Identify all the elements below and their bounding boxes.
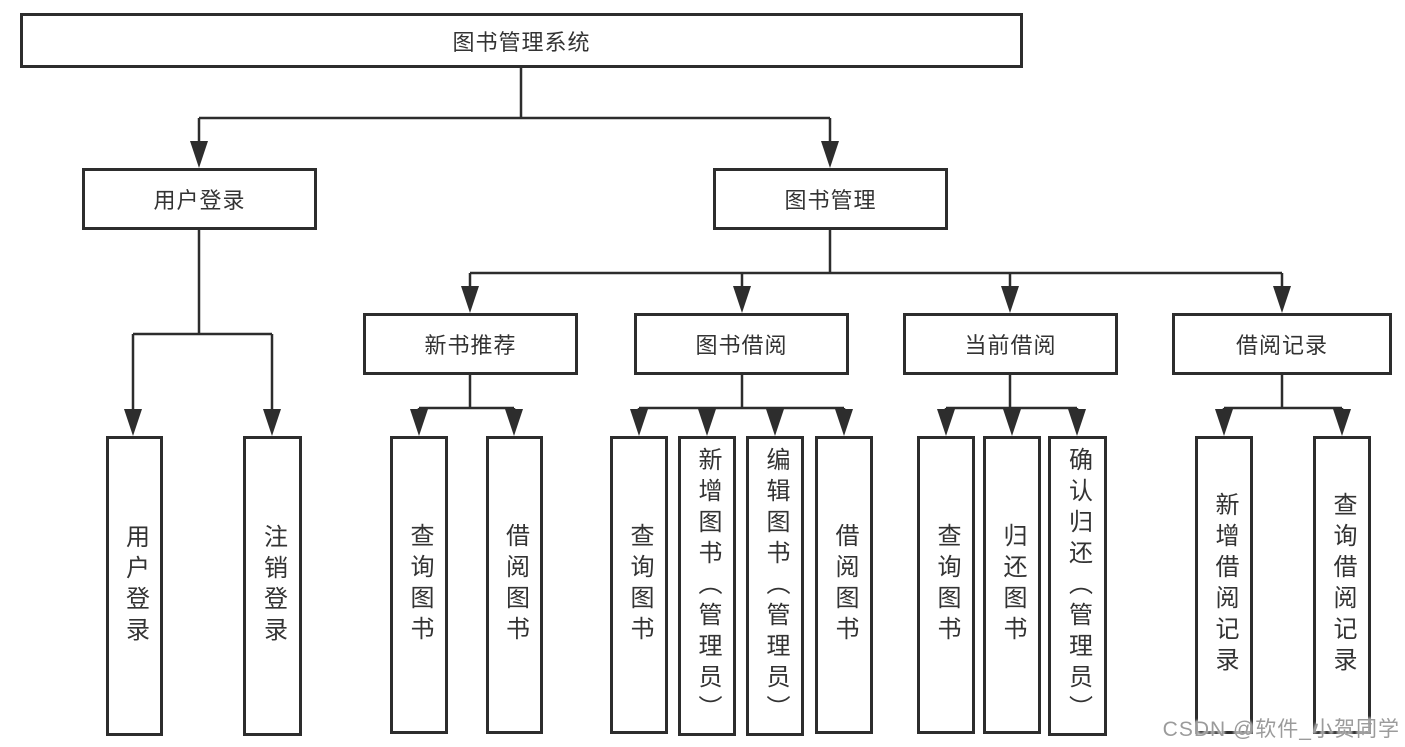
leaf-query-books-rec: 查询图书 bbox=[390, 436, 448, 734]
leaf-borrow-books-rec: 借阅图书 bbox=[486, 436, 543, 734]
node-borrowing-records: 借阅记录 bbox=[1172, 313, 1392, 375]
leaf-query-books-current: 查询图书 bbox=[917, 436, 975, 734]
leaf-query-borrow-record: 查询借阅记录 bbox=[1313, 436, 1371, 734]
leaf-user-login: 用户登录 bbox=[106, 436, 163, 736]
arrowheads bbox=[124, 141, 1351, 436]
leaf-add-books-admin: 新增图书（管理员） bbox=[678, 436, 736, 736]
node-root-system: 图书管理系统 bbox=[20, 13, 1023, 68]
node-book-management: 图书管理 bbox=[713, 168, 948, 230]
csdn-watermark: CSDN @软件_小贺同学 bbox=[1162, 718, 1400, 741]
leaf-edit-books-admin: 编辑图书（管理员） bbox=[746, 436, 804, 736]
node-book-borrowing: 图书借阅 bbox=[634, 313, 849, 375]
node-new-book-recommendation: 新书推荐 bbox=[363, 313, 578, 375]
leaf-query-books-borrow: 查询图书 bbox=[610, 436, 668, 734]
leaf-borrow-books: 借阅图书 bbox=[815, 436, 873, 734]
leaf-confirm-return-admin: 确认归还（管理员） bbox=[1048, 436, 1107, 736]
node-current-borrowing: 当前借阅 bbox=[903, 313, 1118, 375]
node-user-login: 用户登录 bbox=[82, 168, 317, 230]
leaf-return-books: 归还图书 bbox=[983, 436, 1041, 734]
leaf-logout: 注销登录 bbox=[243, 436, 302, 736]
leaf-add-borrow-record: 新增借阅记录 bbox=[1195, 436, 1253, 734]
